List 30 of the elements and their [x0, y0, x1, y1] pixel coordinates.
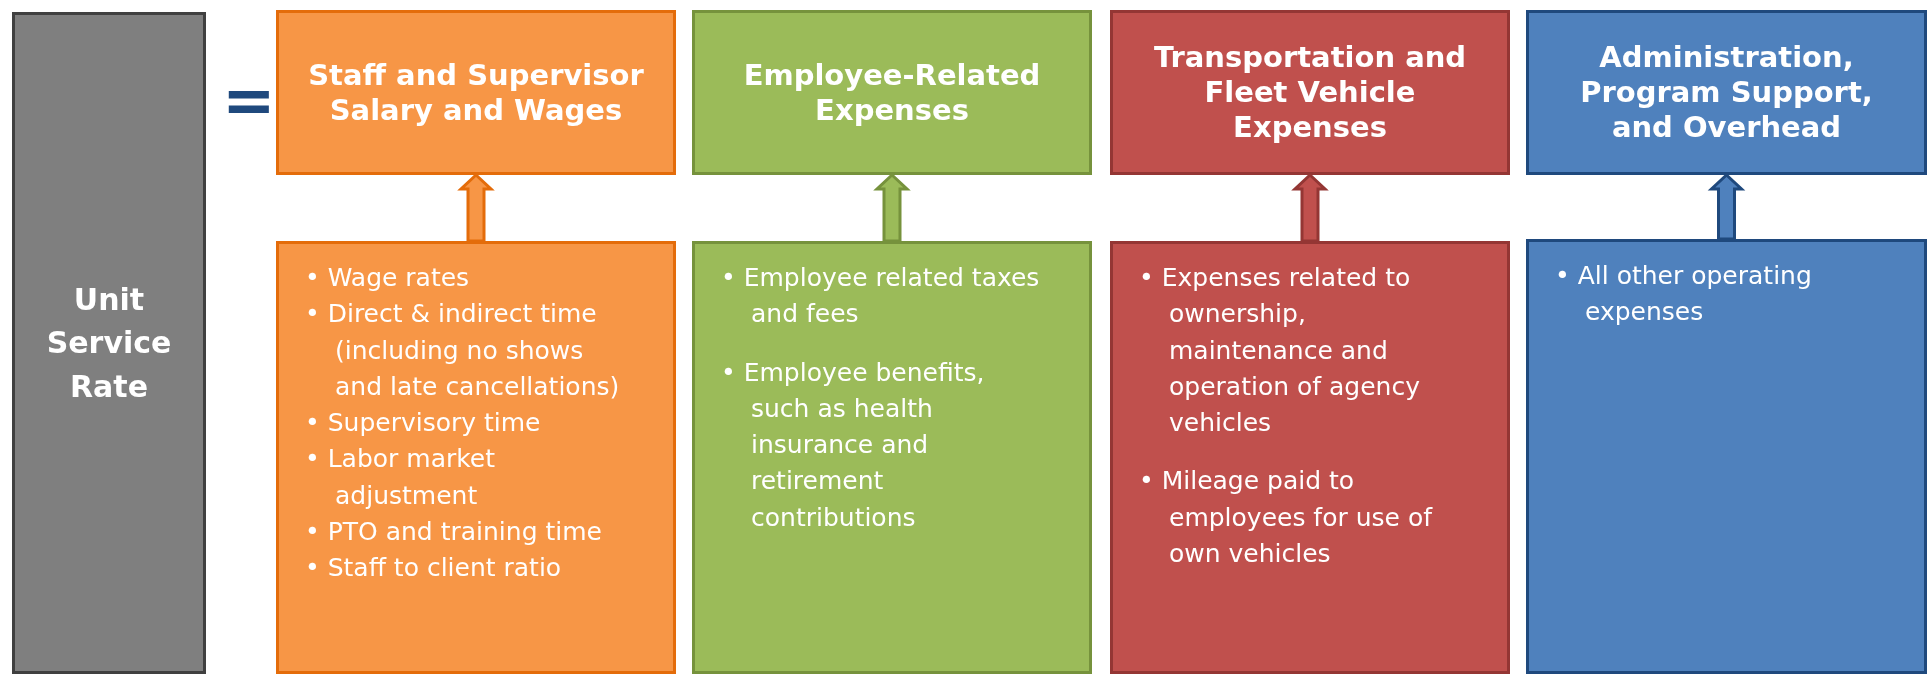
category-box [1526, 10, 1927, 175]
bullet-item: • Expenses related to ownership, maintenance and operation of agency vehicles [1139, 262, 1421, 439]
block-arrow [457, 172, 495, 243]
block-arrow [873, 172, 911, 243]
bullet-item: • Wage rates [305, 262, 471, 294]
category-box [1110, 10, 1510, 175]
block-arrow [1707, 172, 1746, 241]
category-title: Transportation and Fleet Vehicle Expenses [1152, 40, 1468, 145]
result-label: Unit Service Rate [45, 280, 173, 406]
category-box [692, 10, 1092, 175]
detail-box [276, 241, 676, 674]
bullet-item: • Supervisory time [305, 407, 542, 439]
bullet-item: • Employee related taxes and fees [721, 262, 1041, 331]
category-title: Staff and Supervisor Salary and Wages [307, 57, 645, 128]
bullet-item: • Mileage paid to employees for use of own vehicles [1139, 465, 1434, 570]
bullet-item: • Labor market adjustment [305, 443, 497, 512]
block-arrow [1291, 172, 1329, 243]
bullet-item: • Employee benefits, such as health insurance and retirement contributions [721, 356, 986, 534]
bullet-item: • PTO and training time [305, 515, 603, 548]
bullet-item: • All other operating expenses [1555, 260, 1813, 329]
category-title: Employee-Related Expenses [742, 57, 1042, 128]
category-title: Administration, Program Support, and Overhead [1579, 40, 1874, 145]
bullet-item: • Staff to client ratio [305, 552, 563, 584]
detail-box [692, 241, 1092, 674]
detail-box [1526, 239, 1927, 674]
category-box [276, 10, 676, 175]
bullet-item: • Direct & indirect time (including no shows and late cancellations) [305, 298, 621, 403]
detail-box [1110, 241, 1510, 674]
result-box [12, 12, 206, 674]
equals-sign: = [222, 68, 276, 132]
